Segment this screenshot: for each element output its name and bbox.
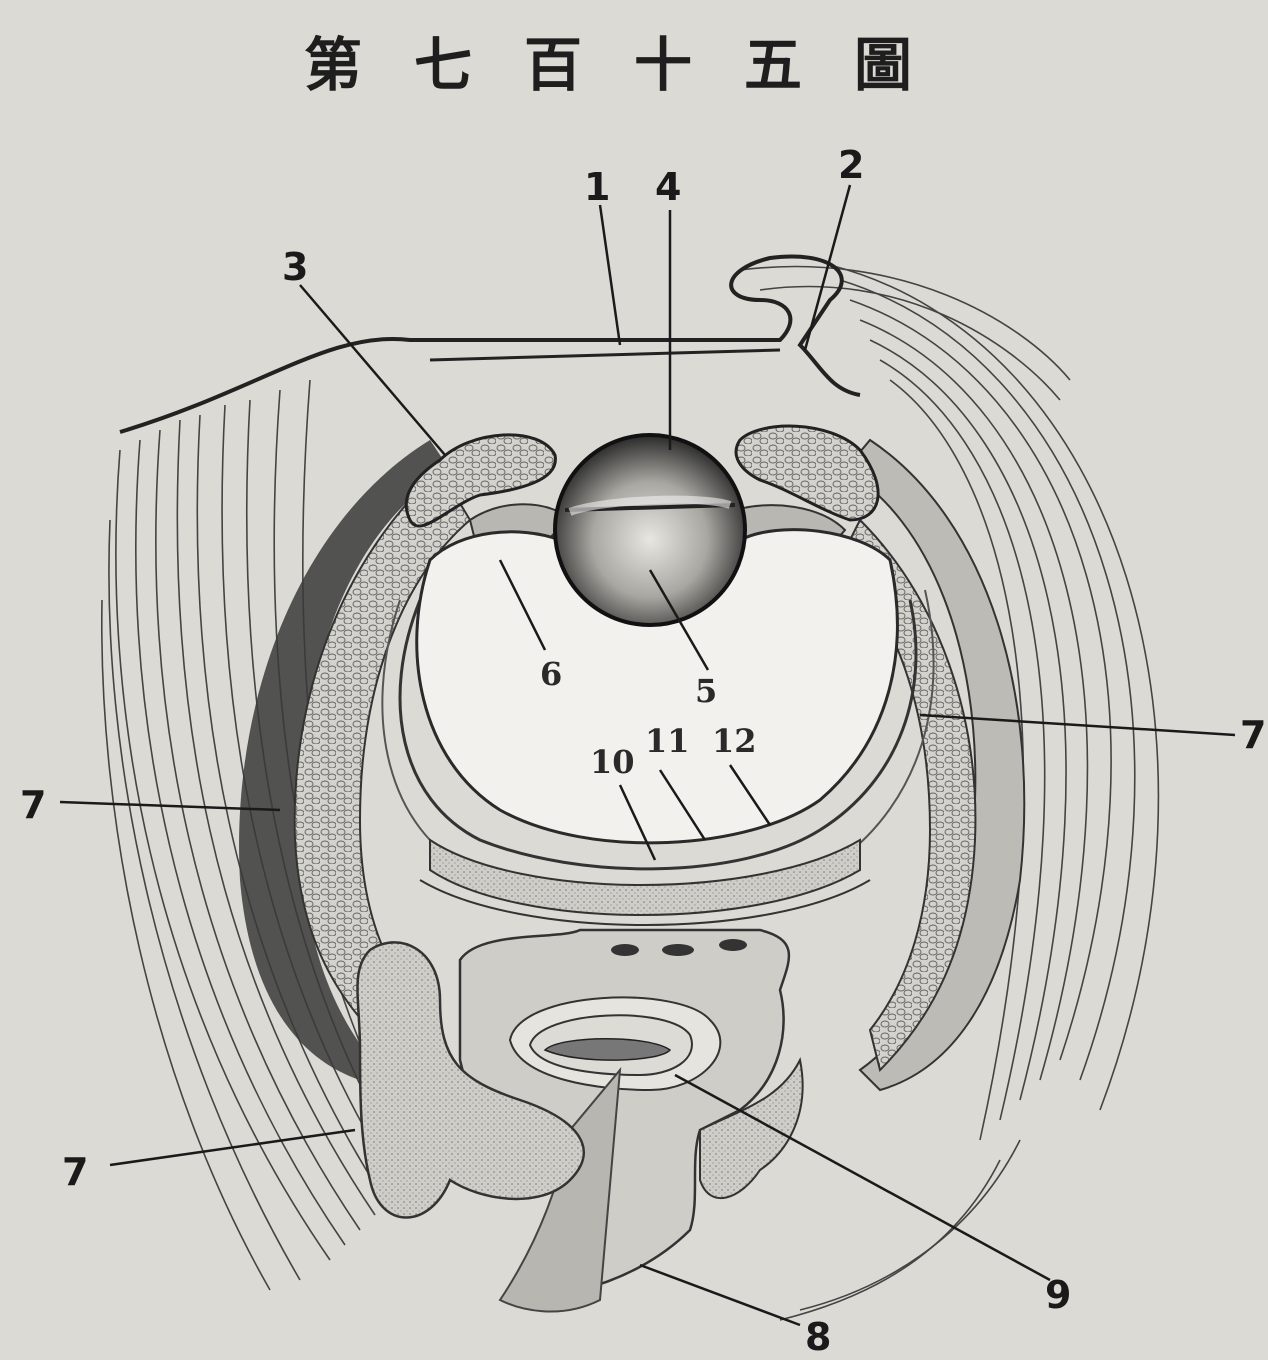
- label-7-right: 7: [1240, 713, 1266, 757]
- label-6: 6: [540, 655, 562, 693]
- label-3: 3: [282, 245, 308, 289]
- label-7-bottom: 7: [62, 1150, 88, 1194]
- label-1: 1: [584, 165, 610, 209]
- label-10: 10: [590, 743, 635, 781]
- label-2: 2: [838, 143, 864, 187]
- label-12: 12: [712, 722, 757, 760]
- label-9: 9: [1045, 1273, 1071, 1317]
- label-7-left: 7: [20, 783, 46, 827]
- lens-sphere: [555, 435, 745, 625]
- label-4: 4: [655, 165, 681, 209]
- label-11: 11: [645, 722, 690, 760]
- label-8: 8: [805, 1315, 831, 1359]
- layer-10-band: [430, 840, 860, 915]
- label-5: 5: [695, 672, 717, 710]
- skin-surface: [120, 256, 860, 432]
